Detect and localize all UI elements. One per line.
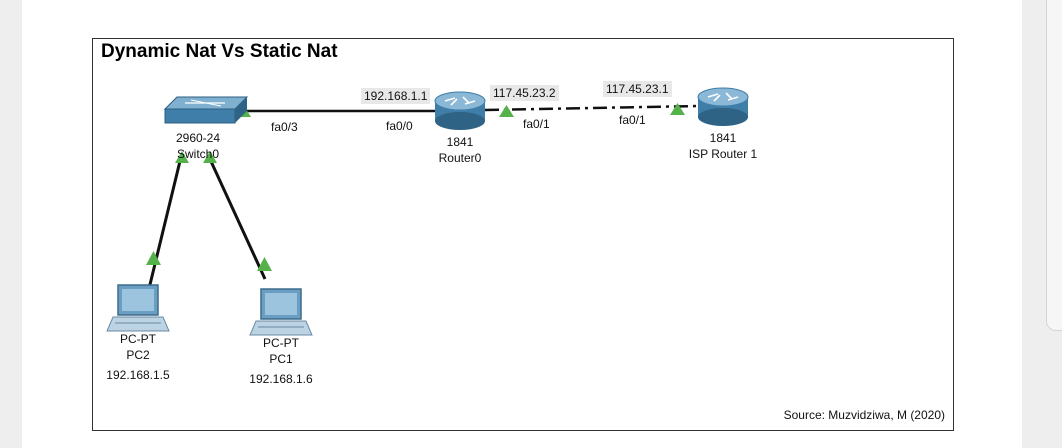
pc2-ip-label: 192.168.1.5 <box>106 368 170 382</box>
pc1-ip-label: 192.168.1.6 <box>249 372 313 386</box>
cable-router0-isp <box>484 104 699 112</box>
router0-wan-port: fa0/1 <box>523 117 550 131</box>
link-up-indicator <box>499 105 514 117</box>
router0-wan-ip: 117.45.23.2 <box>490 85 559 101</box>
pc1-type-label: PC-PT <box>263 336 299 350</box>
link-up-indicator <box>670 103 685 115</box>
diagram-title: Dynamic Nat Vs Static Nat <box>101 41 338 62</box>
router0-name-label: Router0 <box>438 151 482 165</box>
isp-router-ip: 117.45.23.1 <box>603 81 672 97</box>
switch-model-label: 2960-24 <box>175 131 221 145</box>
pc2-name-label: PC2 <box>126 348 150 362</box>
router0-lan-ip: 192.168.1.1 <box>361 88 431 104</box>
isp-router-model-label: 1841 <box>709 131 737 145</box>
pc-icon <box>106 284 170 332</box>
link-up-indicator <box>257 257 272 271</box>
pc-icon <box>249 288 313 336</box>
switch-icon <box>163 96 249 124</box>
isp-router-name-label: ISP Router 1 <box>688 147 758 161</box>
router0-lan-port: fa0/0 <box>386 119 413 133</box>
link-up-indicator <box>175 151 189 163</box>
diagram-frame: Dynamic Nat Vs Static Nat <box>92 38 954 431</box>
link-up-indicator <box>203 151 217 163</box>
link-up-indicator <box>146 251 161 265</box>
pc1-name-label: PC1 <box>269 352 293 366</box>
cable-switch-pc2 <box>144 156 183 302</box>
router-icon <box>697 87 749 126</box>
cable-switch-pc1 <box>207 156 267 280</box>
switch-name-label: Switch0 <box>176 147 220 161</box>
router0-model-label: 1841 <box>446 135 474 149</box>
source-citation: Source: Muzvidziwa, M (2020) <box>783 408 945 422</box>
switch-port-label: fa0/3 <box>271 120 298 134</box>
network-topology <box>106 87 749 336</box>
scrollbar[interactable] <box>1046 0 1062 331</box>
isp-router-port: fa0/1 <box>619 113 646 127</box>
pc2-type-label: PC-PT <box>120 332 156 346</box>
router-icon <box>434 91 486 130</box>
